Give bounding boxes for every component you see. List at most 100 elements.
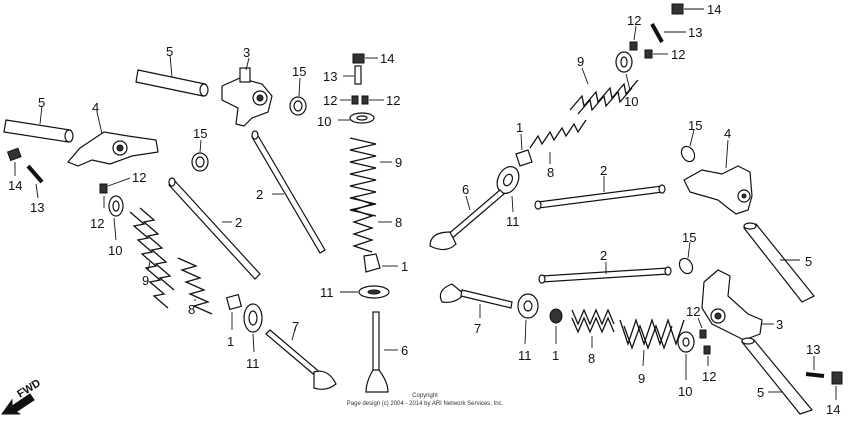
valve-cotter-12-left: [99, 177, 131, 208]
callout-12-center-a: 12: [323, 93, 337, 108]
callout-6-top-right: 6: [462, 182, 469, 197]
valve-6-top-right: [429, 189, 505, 251]
adjusting-screw-13-left: [26, 164, 44, 199]
callout-9-left: 9: [142, 273, 149, 288]
valve-retainer-11-lower-right: [517, 293, 539, 345]
rocker-shaft-5-right: [743, 222, 815, 303]
spring-retainer-10-left: [108, 195, 124, 241]
callout-1-lower-right: 1: [552, 348, 559, 363]
outer-valve-spring-9-lower-right: [619, 317, 685, 367]
callout-12-top-right-a: 12: [627, 13, 641, 28]
callout-8-top-right: 8: [547, 165, 554, 180]
valve-seal-15-left: [191, 139, 209, 172]
callout-12-center-b: 12: [386, 93, 400, 108]
copyright-line-2: Page design (c) 2004 - 2014 by ARI Netwo…: [347, 401, 504, 407]
callout-12-left-b: 12: [90, 216, 104, 231]
callout-11-lower-right: 11: [518, 348, 532, 363]
adjusting-screw-13-center: [343, 65, 362, 85]
valve-seal-15-upper-right: [680, 129, 696, 163]
outer-valve-spring-9-top-right: [569, 67, 639, 115]
callout-8-center: 8: [395, 215, 402, 230]
callout-2-upper-right: 2: [600, 163, 607, 178]
callout-3-lower-right: 3: [776, 317, 783, 332]
valve-seal-15-top: [289, 77, 307, 116]
callout-13-center: 13: [323, 69, 337, 84]
pushrod-2-upper-right: [534, 176, 666, 210]
callout-10-center: 10: [317, 114, 331, 129]
rocker-shaft-5-lower-right: [740, 337, 814, 415]
outer-valve-spring-9-center: [349, 137, 392, 217]
callout-13-top-right: 13: [688, 25, 702, 40]
inner-valve-spring-8-lower-right: [571, 308, 615, 348]
callout-12-left-a: 12: [132, 170, 146, 185]
callout-5-left: 5: [38, 95, 45, 110]
callout-10-left: 10: [108, 243, 122, 258]
pushrod-2-top: [251, 130, 326, 254]
valve-7-lower-right: [439, 283, 513, 318]
callout-13-left: 13: [30, 200, 44, 215]
pushrod-2-lower-right: [538, 262, 672, 284]
callout-15-upper-right: 15: [688, 118, 702, 133]
callout-2-left: 2: [235, 215, 242, 230]
callout-2-lower-right: 2: [600, 248, 607, 263]
valve-cotter-12-top-right: [629, 25, 668, 59]
valve-cotter-12-center: [340, 95, 384, 105]
callout-15-top: 15: [292, 64, 306, 79]
callout-4-left: 4: [92, 100, 99, 115]
callout-3-top: 3: [243, 45, 250, 60]
spring-seat-1-top-right: [515, 133, 533, 167]
adjusting-screw-13-lower-right: [805, 356, 825, 378]
valve-cotter-12-lower-right: [697, 317, 711, 366]
callout-11-top-right: 11: [506, 214, 520, 229]
callout-5-top: 5: [166, 44, 173, 59]
callout-10-top-right: 10: [624, 94, 638, 109]
callout-14-top-right: 14: [707, 2, 721, 17]
callout-11-center: 11: [320, 285, 334, 300]
callout-8-left: 8: [188, 302, 195, 317]
callout-5-lower-right: 5: [757, 385, 764, 400]
callout-1-left: 1: [227, 334, 234, 349]
adjusting-screw-13-top-right: [650, 23, 686, 43]
callout-14-center: 14: [380, 51, 394, 66]
callout-12-top-right-b: 12: [671, 47, 685, 62]
valve-seal-15-lower-right: [678, 241, 694, 275]
callout-8-lower-right: 8: [588, 351, 595, 366]
inner-valve-spring-8-center: [351, 197, 392, 253]
spring-seat-1-center: [363, 253, 398, 273]
rocker-arm-4-right: [683, 139, 753, 215]
callout-2-top: 2: [256, 187, 263, 202]
lock-nut-14-lower-right: [831, 371, 843, 400]
rocker-shaft-5-left: [3, 105, 74, 143]
callout-14-left: 14: [8, 178, 22, 193]
callout-7-left: 7: [292, 319, 299, 334]
copyright-line-1: Copyright: [412, 393, 438, 399]
rocker-arm-3-top: [221, 57, 273, 127]
rocker-arm-4-left: [66, 111, 159, 167]
lock-nut-14-left: [6, 147, 22, 176]
callout-5-right: 5: [805, 254, 812, 269]
spring-seat-1-left: [225, 293, 243, 330]
callout-12-lower-right-b: 12: [702, 369, 716, 384]
callout-7-lower-right: 7: [474, 321, 481, 336]
callout-15-left: 15: [193, 126, 207, 141]
callout-12-lower-right-a: 12: [686, 304, 700, 319]
pushrod-2-left: [168, 177, 261, 280]
callout-11-left: 11: [246, 356, 260, 371]
inner-valve-spring-8-left: [177, 257, 213, 315]
lock-nut-14-center: [352, 53, 378, 64]
rocker-shaft-5-top: [135, 54, 209, 97]
fwd-arrow-icon: [1, 393, 35, 415]
spring-seat-1-lower-right: [549, 308, 563, 344]
callout-4-right: 4: [724, 126, 731, 141]
callout-9-lower-right: 9: [638, 371, 645, 386]
callout-6-center: 6: [401, 343, 408, 358]
callout-1-center: 1: [401, 259, 408, 274]
lock-nut-14-top-right: [671, 3, 704, 15]
rocker-arm-3-lower-right: [701, 269, 774, 341]
valve-retainer-11-center: [340, 285, 390, 299]
outer-valve-spring-9-left: [129, 207, 175, 309]
inner-valve-spring-8-top-right: [529, 119, 587, 164]
valve-retainer-11-top-right: [496, 166, 520, 213]
valve-retainer-11-left: [243, 303, 263, 353]
valve-7-left: [265, 325, 337, 390]
